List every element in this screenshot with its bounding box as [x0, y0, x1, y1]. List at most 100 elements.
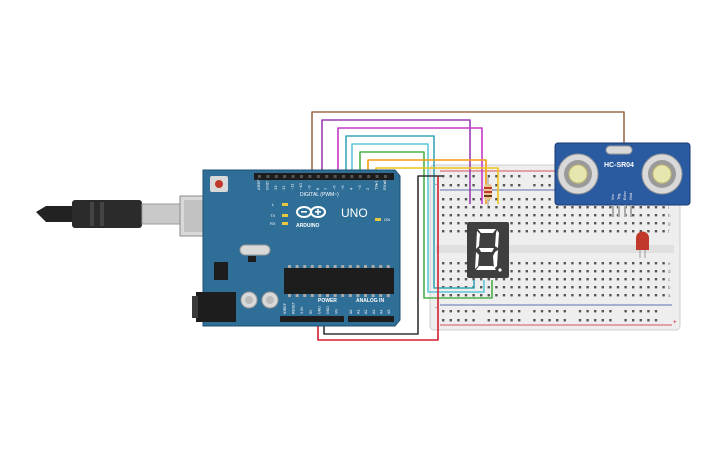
- rail-hole[interactable]: [647, 319, 650, 322]
- terminal-hole[interactable]: [495, 286, 498, 289]
- digital-header[interactable]: [254, 173, 394, 180]
- terminal-hole[interactable]: [556, 262, 559, 265]
- terminal-hole[interactable]: [594, 214, 597, 217]
- header-pin[interactable]: [375, 175, 379, 178]
- terminal-hole[interactable]: [442, 278, 445, 281]
- terminal-hole[interactable]: [556, 214, 559, 217]
- rail-hole[interactable]: [533, 175, 536, 178]
- terminal-hole[interactable]: [662, 222, 665, 225]
- terminal-hole[interactable]: [616, 262, 620, 265]
- terminal-hole[interactable]: [601, 214, 604, 217]
- terminal-hole[interactable]: [624, 278, 627, 281]
- rail-hole[interactable]: [502, 319, 506, 322]
- terminal-hole[interactable]: [563, 278, 566, 281]
- terminal-hole[interactable]: [578, 262, 582, 265]
- header-pin[interactable]: [384, 175, 387, 178]
- terminal-hole[interactable]: [571, 278, 574, 281]
- rail-hole[interactable]: [464, 175, 468, 178]
- terminal-hole[interactable]: [510, 278, 513, 281]
- digital-pin-row[interactable]: [258, 175, 387, 178]
- terminal-hole[interactable]: [510, 222, 513, 225]
- rail-hole[interactable]: [457, 175, 460, 178]
- terminal-hole[interactable]: [647, 286, 650, 289]
- terminal-hole[interactable]: [571, 206, 574, 209]
- rail-hole[interactable]: [632, 310, 635, 313]
- terminal-hole[interactable]: [533, 286, 536, 289]
- wire-magenta[interactable]: [337, 127, 483, 204]
- terminal-hole[interactable]: [647, 278, 650, 281]
- rail-hole[interactable]: [548, 175, 551, 178]
- terminal-hole[interactable]: [510, 198, 513, 201]
- terminal-hole[interactable]: [487, 294, 490, 297]
- terminal-hole[interactable]: [495, 278, 498, 281]
- terminal-hole[interactable]: [449, 214, 452, 217]
- terminal-hole[interactable]: [518, 278, 521, 281]
- terminal-hole[interactable]: [662, 294, 665, 297]
- rail-hole[interactable]: [540, 184, 544, 187]
- terminal-hole[interactable]: [449, 270, 452, 273]
- terminal-hole[interactable]: [457, 222, 460, 225]
- terminal-hole[interactable]: [632, 214, 635, 217]
- terminal-hole[interactable]: [518, 198, 521, 201]
- rail-hole[interactable]: [609, 310, 612, 313]
- terminal-hole[interactable]: [533, 222, 536, 225]
- terminal-hole[interactable]: [556, 278, 559, 281]
- terminal-hole[interactable]: [502, 278, 506, 281]
- terminal-hole[interactable]: [563, 294, 566, 297]
- terminal-hole[interactable]: [510, 294, 513, 297]
- terminal-hole[interactable]: [654, 206, 658, 209]
- terminal-hole[interactable]: [594, 206, 597, 209]
- terminal-hole[interactable]: [548, 278, 551, 281]
- header-pin[interactable]: [316, 175, 320, 178]
- terminal-hole[interactable]: [457, 278, 460, 281]
- header-pin[interactable]: [367, 175, 371, 178]
- terminal-hole[interactable]: [464, 214, 468, 217]
- rail-hole[interactable]: [518, 319, 521, 322]
- terminal-hole[interactable]: [632, 270, 635, 273]
- terminal-hole[interactable]: [525, 214, 528, 217]
- terminal-hole[interactable]: [525, 198, 528, 201]
- terminal-hole[interactable]: [662, 286, 665, 289]
- terminal-hole[interactable]: [472, 206, 475, 209]
- terminal-hole[interactable]: [442, 230, 445, 233]
- terminal-hole[interactable]: [616, 270, 620, 273]
- terminal-hole[interactable]: [495, 294, 498, 297]
- terminal-hole[interactable]: [533, 206, 536, 209]
- terminal-hole[interactable]: [449, 294, 452, 297]
- rail-hole[interactable]: [654, 319, 658, 322]
- terminal-hole[interactable]: [518, 262, 521, 265]
- rail-hole[interactable]: [510, 319, 513, 322]
- terminal-hole[interactable]: [563, 270, 566, 273]
- terminal-hole[interactable]: [533, 294, 536, 297]
- header-pin[interactable]: [325, 175, 329, 178]
- terminal-hole[interactable]: [594, 278, 597, 281]
- wire-cyan[interactable]: [351, 143, 485, 293]
- terminal-hole[interactable]: [442, 214, 445, 217]
- header-pin[interactable]: [291, 175, 295, 178]
- rail-hole[interactable]: [647, 310, 650, 313]
- terminal-hole[interactable]: [654, 270, 658, 273]
- terminal-hole[interactable]: [632, 206, 635, 209]
- terminal-hole[interactable]: [609, 294, 612, 297]
- rail-hole[interactable]: [578, 319, 582, 322]
- terminal-hole[interactable]: [639, 206, 642, 209]
- terminal-hole[interactable]: [586, 206, 589, 209]
- terminal-hole[interactable]: [594, 222, 597, 225]
- header-pin[interactable]: [333, 175, 337, 178]
- rail-hole[interactable]: [594, 310, 597, 313]
- terminal-hole[interactable]: [556, 270, 559, 273]
- header-pin[interactable]: [274, 175, 278, 178]
- rail-hole[interactable]: [510, 175, 513, 178]
- terminal-hole[interactable]: [571, 262, 574, 265]
- terminal-hole[interactable]: [647, 230, 650, 233]
- terminal-hole[interactable]: [449, 230, 452, 233]
- terminal-hole[interactable]: [632, 294, 635, 297]
- rail-hole[interactable]: [601, 310, 604, 313]
- rail-hole[interactable]: [654, 310, 658, 313]
- header-pin[interactable]: [350, 175, 354, 178]
- terminal-hole[interactable]: [442, 294, 445, 297]
- rail-hole[interactable]: [624, 310, 627, 313]
- terminal-hole[interactable]: [442, 270, 445, 273]
- rail-hole[interactable]: [487, 310, 490, 313]
- terminal-hole[interactable]: [624, 262, 627, 265]
